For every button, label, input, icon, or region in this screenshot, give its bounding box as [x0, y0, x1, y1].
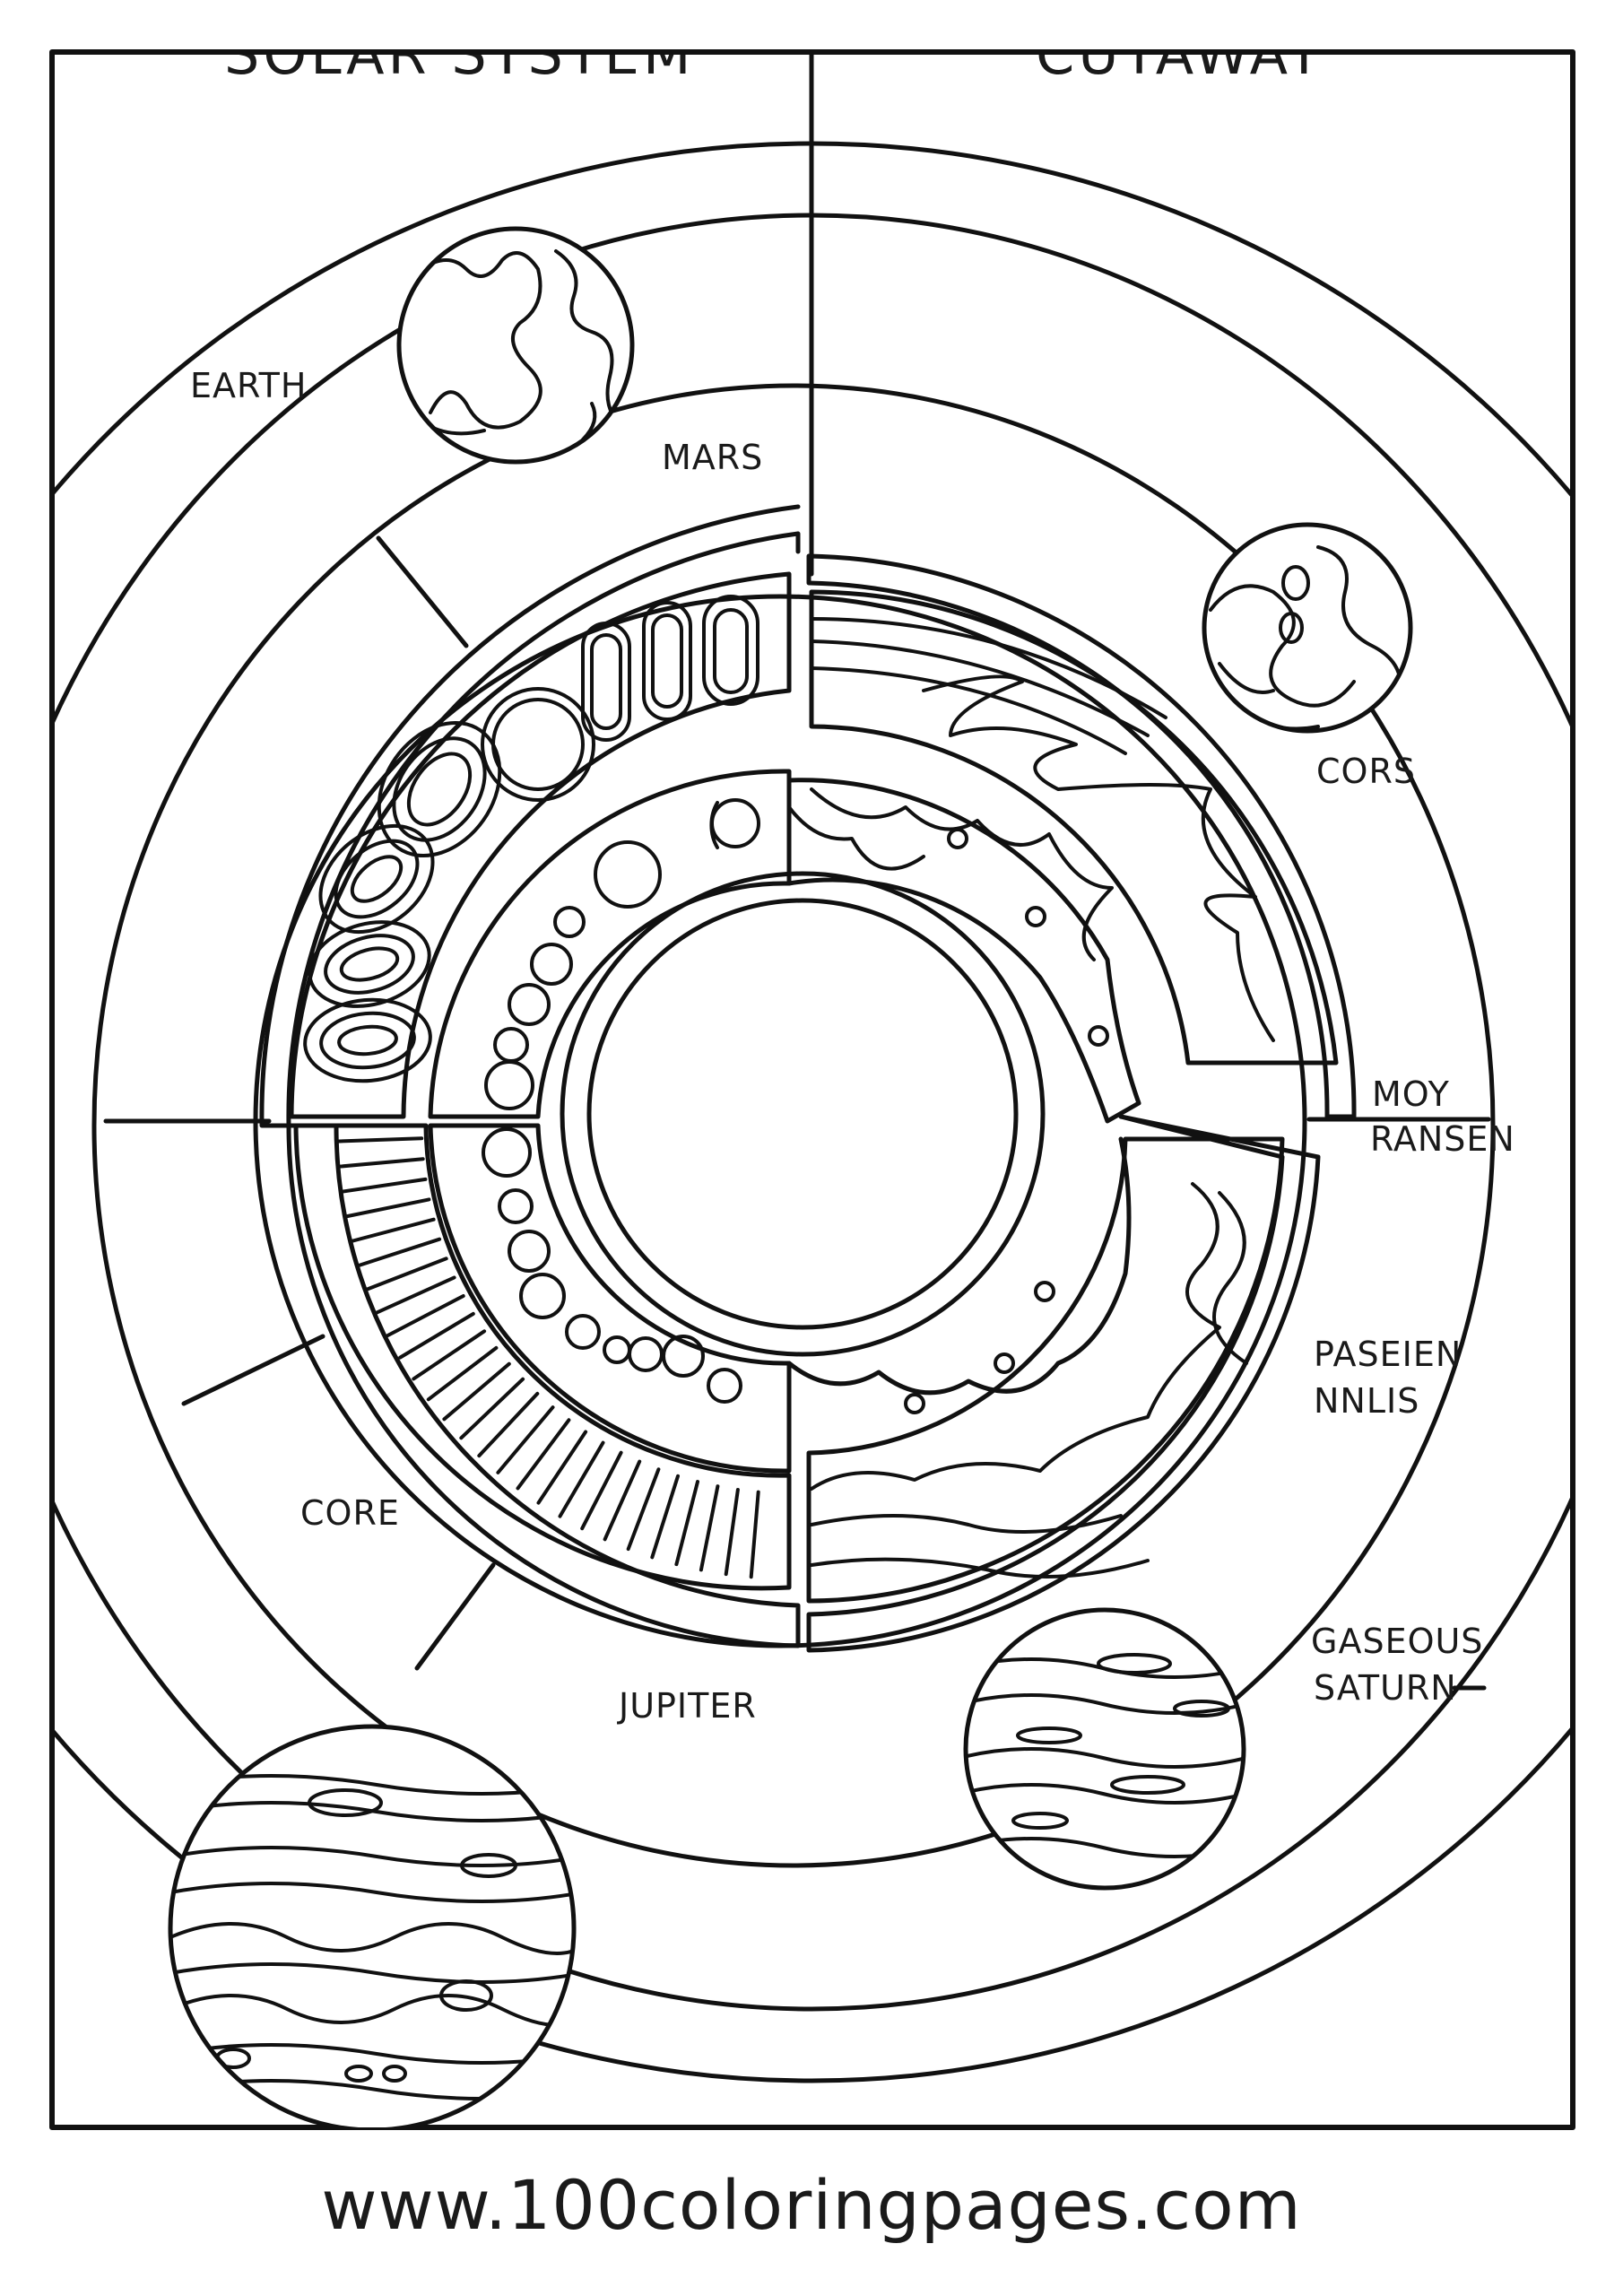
divider-core	[181, 1334, 325, 1406]
label-ransen: RANSEN	[1370, 1119, 1515, 1159]
saturn-planet	[963, 1607, 1246, 1891]
stripe-line	[674, 1480, 699, 1567]
stripe-line	[336, 1157, 425, 1169]
label-mars: MARS	[662, 438, 763, 477]
core-inner-ring	[586, 898, 1019, 1330]
stripe-line	[398, 1311, 475, 1360]
divider-jupiter	[414, 1562, 496, 1671]
stripe-line	[343, 1197, 431, 1219]
pill-cells	[303, 595, 759, 1083]
stripe-line	[558, 1440, 605, 1518]
stripe-line	[349, 1217, 436, 1243]
stripe-line	[459, 1377, 525, 1440]
stripe-line	[386, 1294, 465, 1337]
core-outer-ring	[560, 871, 1046, 1357]
stripe-line	[603, 1459, 642, 1542]
stripe-line	[496, 1405, 555, 1474]
stripe-line	[650, 1474, 680, 1560]
orbit-3	[91, 383, 1496, 1868]
left-cell-segment	[259, 504, 801, 1128]
label-core: CORE	[300, 1493, 400, 1533]
stripe-line	[426, 1345, 499, 1402]
stripe-line	[339, 1177, 428, 1194]
label-paseien: PASEIEN	[1314, 1335, 1462, 1374]
stripe-line	[477, 1391, 540, 1458]
label-gaseous: GASEOUS	[1311, 1622, 1483, 1661]
stripe-line	[356, 1237, 442, 1268]
stripe-line	[580, 1450, 623, 1531]
label-cors: CORS	[1316, 752, 1416, 791]
stripe-line	[626, 1467, 661, 1552]
stripe-line	[699, 1484, 720, 1572]
striped-segment	[286, 1123, 801, 1648]
sun-core	[592, 903, 1013, 1325]
labels: EARTH MARS CORS MOY RANSEN PASEIEN NNLIS…	[190, 366, 1515, 1726]
stripe-line	[334, 1136, 424, 1144]
label-saturn: SATURN	[1314, 1668, 1457, 1708]
label-moy: MOY	[1372, 1074, 1450, 1114]
stripe-line	[536, 1430, 588, 1505]
stripe-line	[365, 1257, 448, 1292]
right-wavy-segments	[786, 553, 1357, 1653]
stripe-line	[724, 1488, 740, 1577]
stripe-line	[749, 1490, 760, 1579]
earth-planet	[396, 226, 635, 465]
mars-planet	[1202, 522, 1413, 734]
divider-mars	[376, 535, 469, 648]
stripe-line	[516, 1418, 571, 1491]
stripe-line	[412, 1329, 487, 1381]
label-earth: EARTH	[190, 366, 307, 405]
footer-url: www.100coloringpages.com	[321, 2165, 1301, 2245]
stripe-line	[375, 1275, 456, 1315]
bubbles	[482, 798, 760, 1404]
jupiter-planet	[168, 1724, 577, 2127]
inner-bubble-ring	[428, 769, 792, 1474]
label-jupiter: JUPITER	[617, 1686, 757, 1726]
label-nnlis: NNLIS	[1314, 1381, 1419, 1421]
solar-cutaway	[52, 52, 1573, 2127]
stripe-line	[442, 1361, 511, 1422]
